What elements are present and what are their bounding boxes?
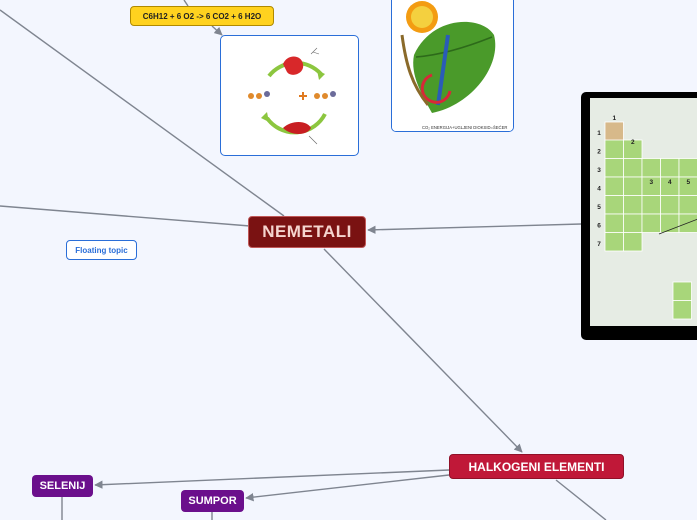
pt-cell (660, 158, 680, 178)
connector-topleft-to-main (0, 9, 285, 217)
pt-cell (604, 213, 624, 233)
pt-cell (678, 158, 697, 178)
pt-cell (623, 176, 643, 196)
selenij-topic[interactable]: SELENIJ (32, 475, 93, 497)
pt-period-label: 6 (597, 223, 601, 230)
main-topic-nemetali[interactable]: NEMETALI (248, 216, 366, 248)
periodic-table-area: 1 2 3 4 5 6 7 1 2 3 4 5 (590, 98, 697, 326)
pt-cell (623, 232, 643, 252)
pt-group-label: 5 (686, 179, 690, 186)
pt-group-label: 2 (631, 139, 635, 146)
pt-period-label: 7 (597, 241, 601, 248)
pt-group-label: 4 (668, 179, 672, 186)
pt-group-label: 1 (612, 115, 616, 122)
floating-topic[interactable]: Floating topic (66, 240, 137, 260)
pt-cell (641, 195, 661, 215)
halkogeni-elementi-topic[interactable]: HALKOGENI ELEMENTI (449, 454, 624, 479)
atp-cycle-image[interactable] (220, 35, 359, 156)
connector-formula-up (183, 0, 189, 7)
connector-formula-to-image (211, 25, 223, 36)
pt-period-label: 4 (597, 186, 601, 193)
pt-cell (623, 213, 643, 233)
connector-halkogeni-to-selenij (94, 469, 450, 489)
pt-cell-lanthanide (672, 281, 692, 301)
pt-period-label: 1 (597, 130, 601, 137)
pt-cell (623, 158, 643, 178)
leaf-illustration: CO₂ ENERGIJA+UGLJENI DIOKSID=ŠEĆER (392, 0, 513, 131)
pt-cell-actinide (672, 300, 692, 320)
pt-cell (641, 158, 661, 178)
pt-cell (604, 232, 624, 252)
sumpor-topic[interactable]: SUMPOR (181, 490, 244, 512)
atp-cycle-illustration (248, 47, 336, 145)
connector-halkogeni-to-sumpor (245, 474, 450, 502)
connector-halkogeni-down (555, 479, 607, 520)
pt-period-label: 2 (597, 149, 601, 156)
pt-cell (641, 213, 661, 233)
pt-period-label: 3 (597, 167, 601, 174)
connector-table-to-main (367, 223, 582, 234)
pt-cell (604, 139, 624, 159)
leaf-caption: CO₂ ENERGIJA+UGLJENI DIOKSID=ŠEĆER (422, 125, 507, 130)
pt-cell (604, 158, 624, 178)
photosynthesis-leaf-image[interactable]: CO₂ ENERGIJA+UGLJENI DIOKSID=ŠEĆER (391, 0, 514, 132)
pt-cell (660, 195, 680, 215)
pt-cell (604, 176, 624, 196)
connector-left-to-main (0, 205, 251, 227)
pt-group-label: 3 (649, 179, 653, 186)
periodic-table-grid: 1 2 3 4 5 6 7 1 2 3 4 5 (597, 115, 697, 320)
pt-cell (604, 195, 624, 215)
pt-period-label: 5 (597, 204, 601, 211)
pt-pointer-line (658, 218, 697, 235)
connector-main-to-halkogeni (323, 248, 523, 453)
periodic-table-image[interactable]: 1 2 3 4 5 6 7 1 2 3 4 5 (581, 92, 697, 340)
formula-topic[interactable]: C6H12 + 6 O2 -> 6 CO2 + 6 H2O (130, 6, 274, 26)
pt-cell-hydrogen (604, 121, 624, 141)
pt-cell (678, 195, 697, 215)
pt-cell (623, 195, 643, 215)
